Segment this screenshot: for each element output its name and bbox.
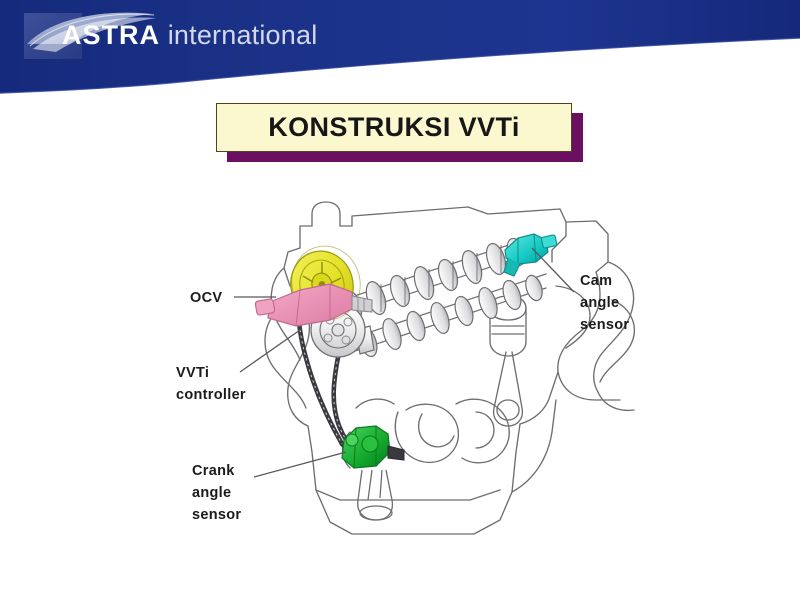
timing-chain (295, 263, 359, 455)
header-band-shape (0, 0, 800, 94)
cylinder-head-cover-outline (299, 201, 609, 273)
leader-line-vvti (239, 329, 301, 373)
intake-cam-lobes (358, 274, 543, 358)
header-band-fill (0, 0, 800, 93)
exhaust-cam-lobes (341, 237, 526, 323)
callout-label-cam: Cam angle sensor (580, 273, 630, 333)
callout-label-vvti: VVTi controller (176, 365, 246, 403)
crank-angle-sensor (341, 425, 405, 469)
timing-chain-links (297, 267, 357, 453)
camshaft-bearing-caps (337, 291, 375, 355)
idler-sprocket (310, 302, 366, 358)
crankshaft-sprocket (342, 438, 370, 466)
intake-camshaft (351, 273, 547, 353)
astra-swoosh-icon (27, 12, 156, 52)
callout-label-ocv: OCV (190, 290, 223, 306)
title-box: KONSTRUKSI VVTi (216, 103, 572, 152)
oil-pickup-tube (357, 469, 394, 521)
leader-line-cam (531, 247, 575, 293)
exhaust-camshaft (335, 237, 531, 319)
oil-pan-outline (307, 371, 559, 535)
engine-block-left-outline (264, 247, 311, 427)
oil-control-valve (254, 283, 373, 327)
piston-connecting-rod (489, 295, 527, 427)
cam-angle-sensor (503, 233, 558, 277)
header-band-edge (0, 37, 800, 94)
leader-line-crank (253, 451, 347, 478)
header-banner: ASTRA international (0, 0, 800, 100)
crankshaft-assembly-outline (341, 398, 510, 469)
astra-logo-wordmark: ASTRA international (62, 22, 317, 49)
logo-brand-international: international (160, 20, 318, 50)
callout-leader-lines (234, 247, 575, 478)
logo-brand-astra: ASTRA (62, 20, 160, 50)
vvti-controller-pulley (290, 245, 361, 321)
callout-label-crank: Crank angle sensor (192, 463, 242, 523)
page-title: KONSTRUKSI VVTi (268, 112, 520, 142)
